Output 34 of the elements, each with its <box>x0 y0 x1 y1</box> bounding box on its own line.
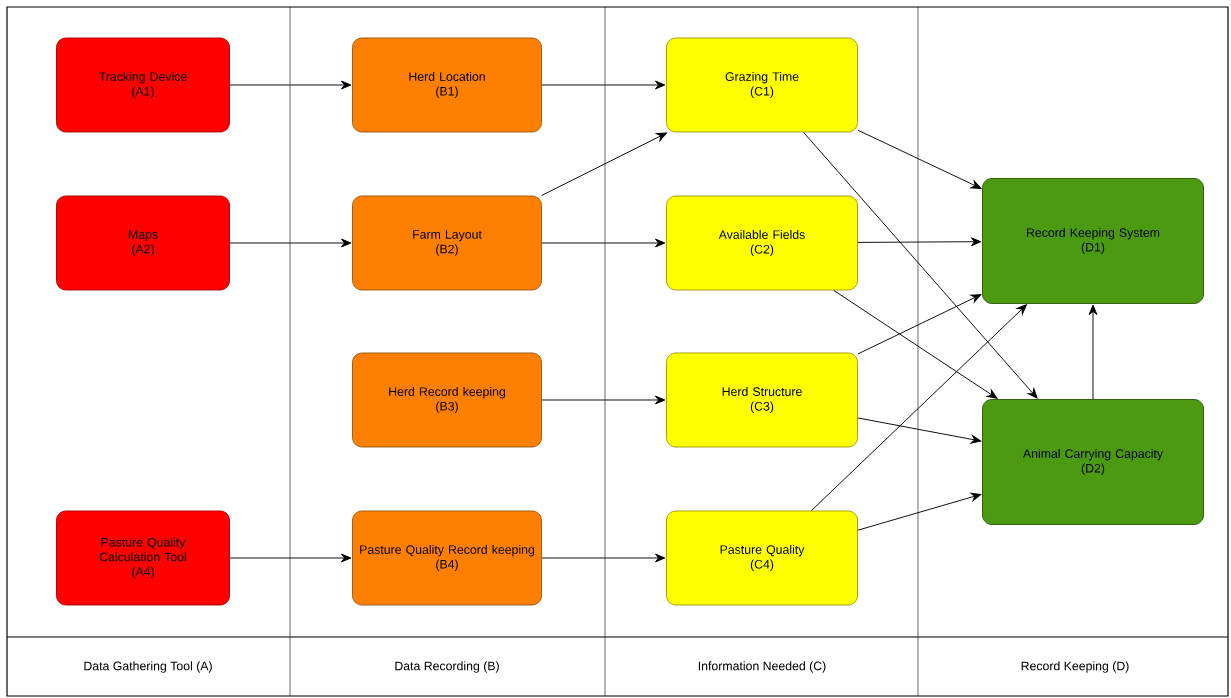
arrow <box>803 132 1038 399</box>
column-label: Data Gathering Tool (A) <box>84 661 212 673</box>
process-box: Record Keeping System (D1) <box>982 178 1204 304</box>
process-box: Pasture Quality (C4) <box>666 510 858 606</box>
arrow <box>229 238 352 248</box>
process-box: Herd Record keeping (B3) <box>352 352 542 448</box>
process-box: Herd Structure (C3) <box>666 352 858 448</box>
arrow <box>541 238 666 248</box>
process-box: Available Fields (C2) <box>666 195 858 291</box>
process-box: Pasture Quality Calculation Tool (A4) <box>56 510 230 606</box>
process-box: Grazing Time (C1) <box>666 37 858 133</box>
process-box: Herd Location (B1) <box>352 37 542 133</box>
column-label: Data Recording (B) <box>395 661 499 673</box>
arrow <box>1088 304 1098 400</box>
arrow <box>541 395 666 405</box>
arrow <box>833 290 998 399</box>
column-label: Information Needed (C) <box>698 661 826 673</box>
arrow <box>229 80 352 90</box>
process-box: Animal Carrying Capacity (D2) <box>982 399 1204 525</box>
arrow <box>229 553 352 563</box>
process-box: Tracking Device (A1) <box>56 37 230 133</box>
process-box: Maps (A2) <box>56 195 230 291</box>
arrow <box>857 492 982 531</box>
arrow <box>811 304 1027 511</box>
arrow <box>857 129 982 189</box>
process-box: Farm Layout (B2) <box>352 195 542 291</box>
process-box: Pasture Quality Record keeping (B4) <box>352 510 542 606</box>
arrow <box>541 553 666 563</box>
column-label: Record Keeping (D) <box>1021 661 1129 673</box>
arrow <box>541 80 666 90</box>
arrow <box>857 417 982 444</box>
arrow <box>857 237 982 247</box>
arrow <box>541 132 667 196</box>
arrow <box>857 294 982 355</box>
